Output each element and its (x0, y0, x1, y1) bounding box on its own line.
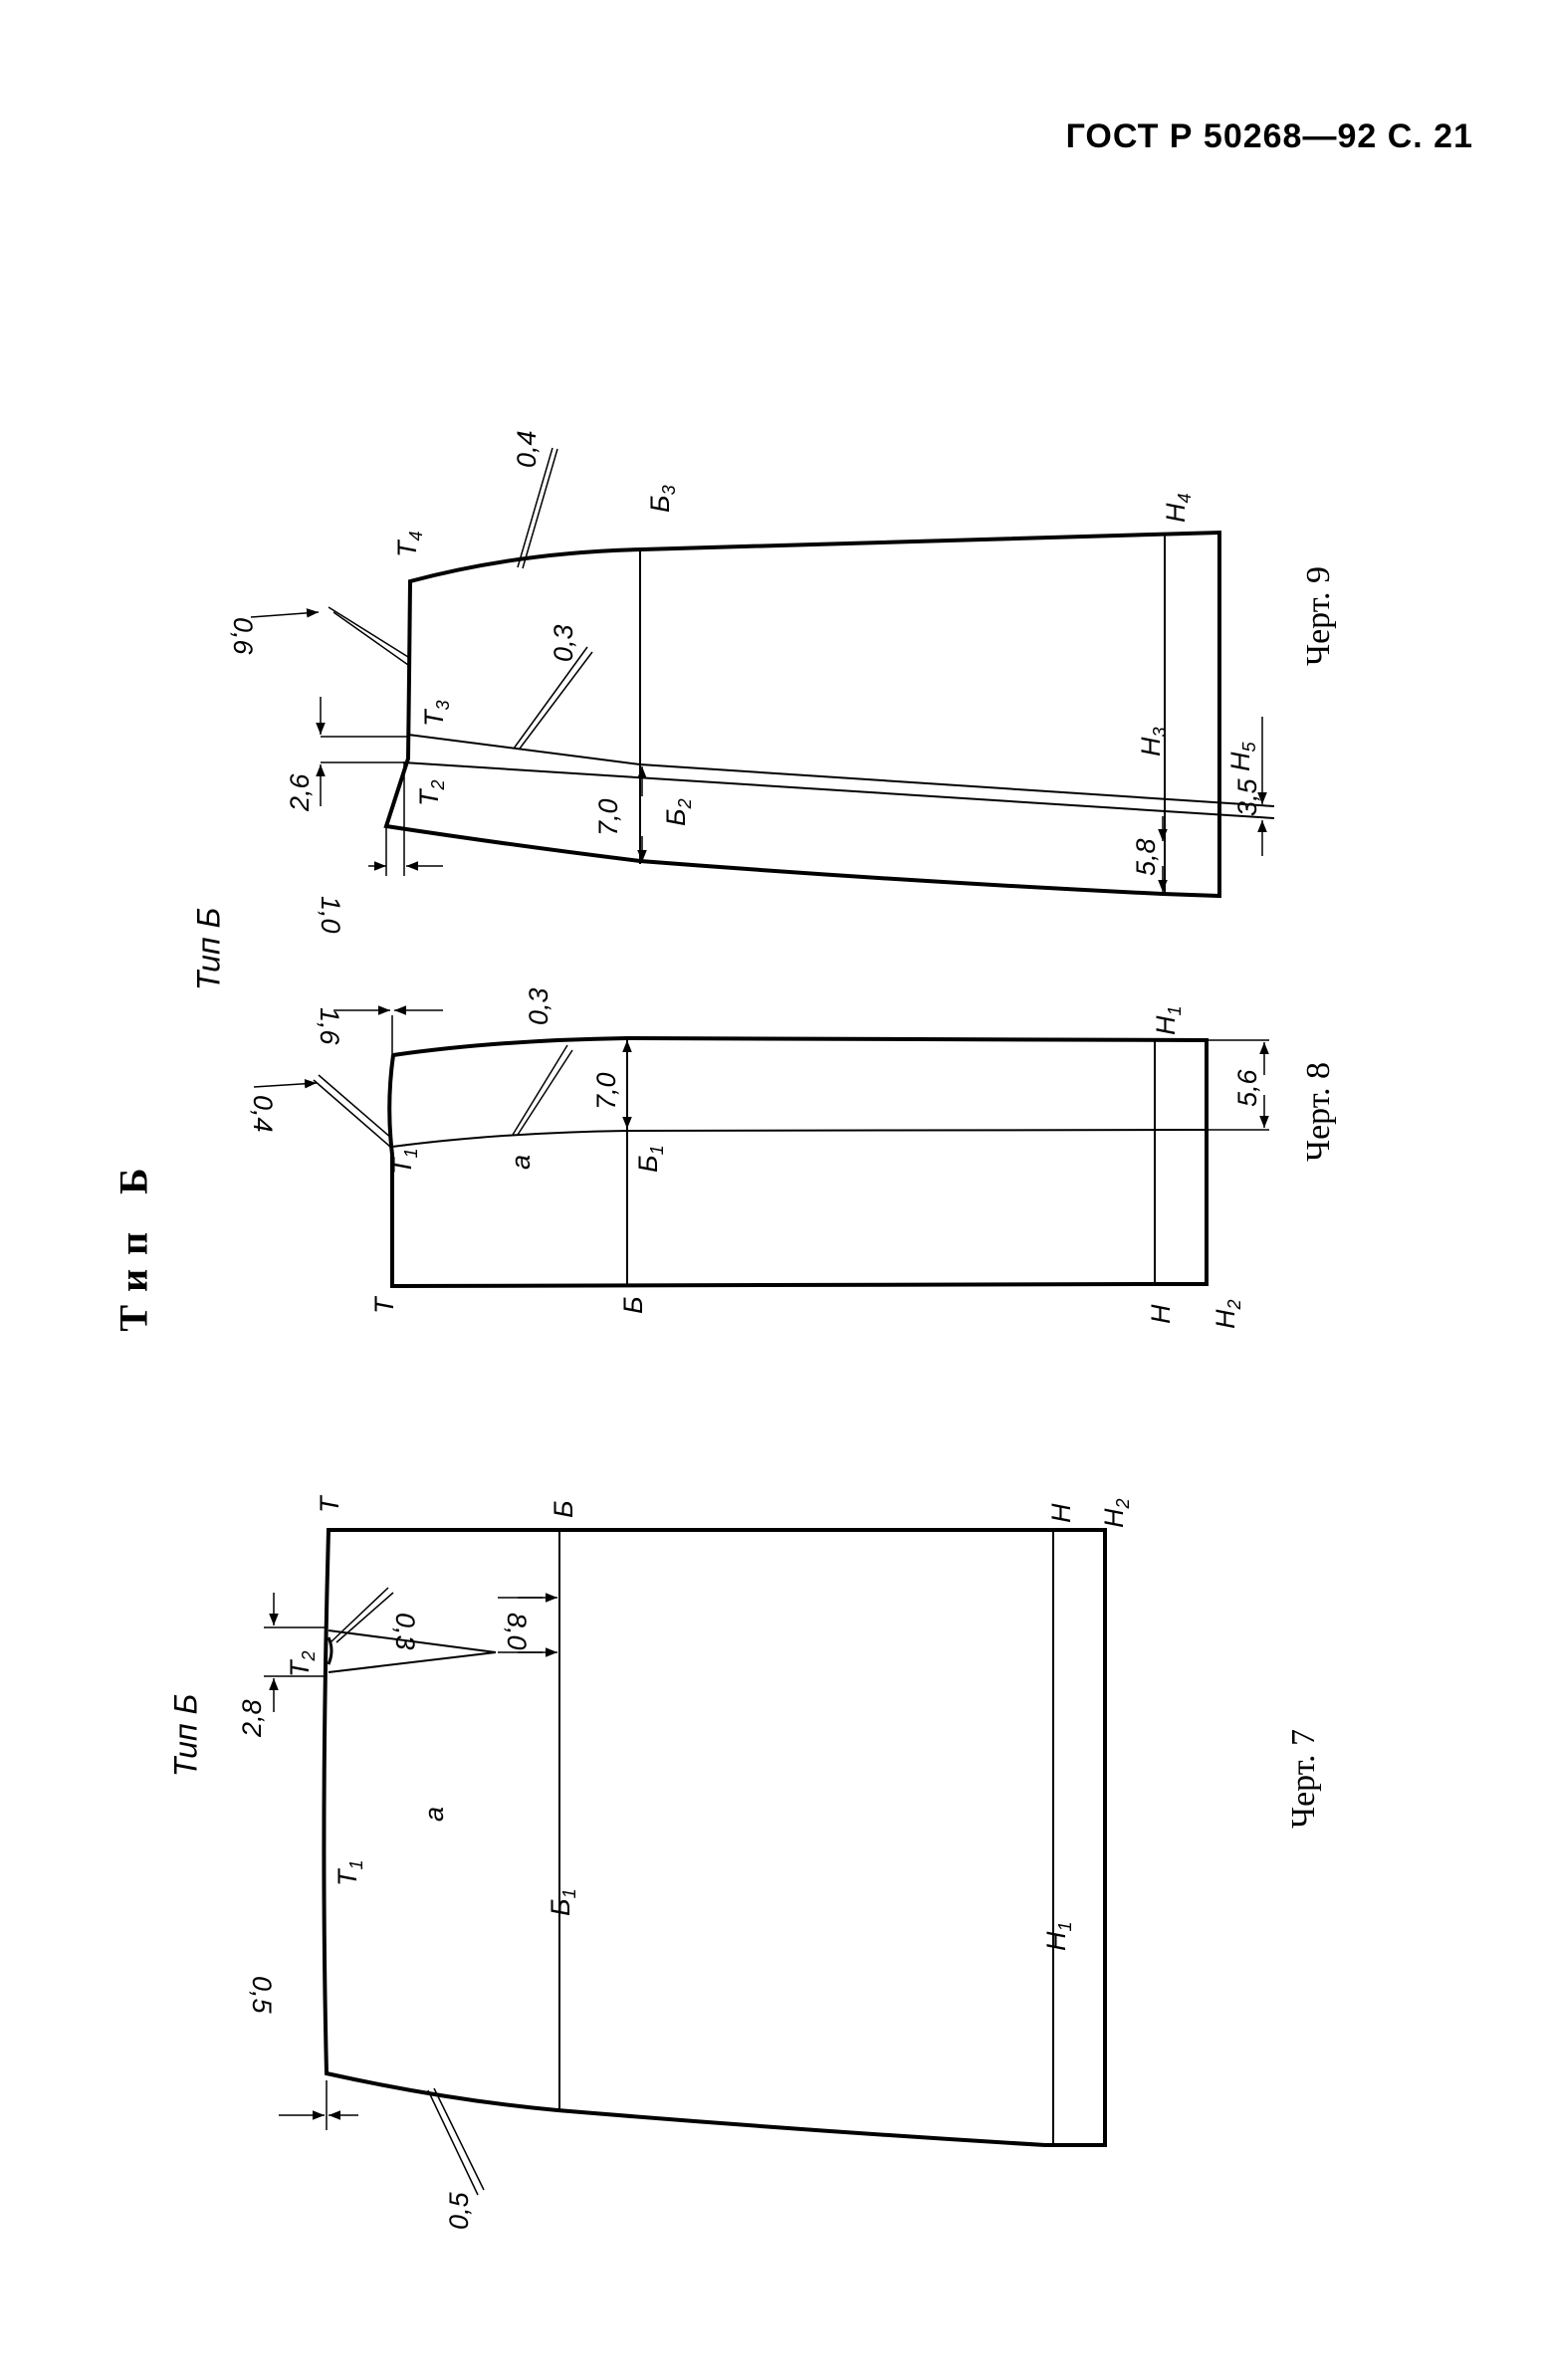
fig8-dim-1-6: 1,6 (315, 1007, 344, 1046)
fig7-lower-panel-outline (322, 1528, 1107, 2147)
fig7-label-h1: Н1 (1041, 1921, 1075, 1951)
fig7-dim-2-8: 2,8 (237, 1699, 267, 1738)
fig7-dim-8-0: 8,0 (502, 1613, 532, 1650)
fig7-dart (328, 1629, 497, 1673)
fig8-label-h2: Н2 (1211, 1299, 1244, 1329)
fig8-label-b: Б (618, 1296, 648, 1314)
fig9-dim-0-4-leader (517, 447, 553, 568)
fig9-dim-0-6-leader (328, 606, 409, 658)
fig7-drawing (264, 1528, 1107, 2196)
fig9-dim-5-8: 5,8 (1131, 838, 1161, 876)
page-header: ГОСТ Р 50268—92 С. 21 (1065, 117, 1473, 155)
fig9-side-line-t2 (402, 761, 1275, 819)
fig8-dim-7-0: 7,0 (591, 1072, 621, 1110)
fig9-labels: Т4 Б3 Н4 Т3 Н3 Т2 Б2 Н5 0,4 0,6 0,3 2,6 … (228, 430, 1262, 933)
fig9-side-line-t3 (407, 734, 1275, 807)
fig9-dim-3-5: 3,5 (1232, 777, 1262, 816)
fig8-dim-0-4-leader (313, 1079, 391, 1148)
fig9-dim-1-0: 1,0 (316, 896, 345, 934)
fig9-drawing (250, 447, 1275, 899)
fig9-dim-0-3: 0,3 (549, 624, 578, 662)
fig8-label-a: а (506, 1155, 536, 1170)
fig8-side-line (391, 1129, 1208, 1148)
fig9-dim-0-3-leader (513, 646, 588, 750)
fig9-label-h4: Н4 (1161, 493, 1195, 523)
fig9-label-b3: Б3 (645, 485, 679, 513)
fig9-dim-0-4: 0,4 (512, 430, 542, 468)
fig7-dim-0-5-bottom: 0,5 (444, 2191, 474, 2230)
fig8-dim-0-3: 0,3 (524, 987, 553, 1025)
fig7-label-b: Б (549, 1500, 578, 1518)
fig9-label-h5: Н5 (1225, 742, 1259, 772)
fig7-dim-0-5-leader (427, 2089, 479, 2196)
fig8-dim-5-6: 5,6 (1232, 1068, 1262, 1107)
fig8-drawing (253, 1005, 1269, 1289)
fig9-dim-0-6: 0,6 (228, 617, 258, 656)
fig8-label-h1: Н1 (1151, 1005, 1185, 1035)
fig9-label-t2: Т2 (414, 779, 448, 806)
fig7-labels: Т Б Н Н2 Т2 Т1 а Б1 Н1 2,8 0,3 8,0 0,5 0… (237, 1494, 1133, 2230)
fig9-label-h3: Н3 (1136, 727, 1170, 757)
fig9-label-b2: Б2 (661, 798, 695, 826)
fig7-dim-0-3-leader (330, 1587, 389, 1643)
fig8-label-t: Т (369, 1295, 399, 1314)
fig9-upper-panel-outline (383, 530, 1221, 899)
fig7-label-h: Н (1046, 1503, 1076, 1523)
fig8-dim-0-4: 0,4 (248, 1095, 278, 1133)
fig7-label-a: а (419, 1807, 449, 1822)
fig7-label-b1: Б1 (546, 1888, 579, 1916)
fig7-dim-0-3: 0,3 (390, 1613, 420, 1650)
fig7-label-h2: Н2 (1099, 1498, 1133, 1528)
fig8-label-b1: Б1 (633, 1145, 667, 1173)
fig8-label-t1: Т1 (387, 1148, 421, 1175)
fig8-label-h: Н (1146, 1304, 1176, 1324)
fig7-label-t2: Т2 (285, 1650, 319, 1677)
fig7-dim-0-5-side: 0,5 (247, 1976, 277, 2015)
fig9-label-t4: Т4 (392, 531, 426, 557)
fig9-label-t3: Т3 (419, 700, 453, 727)
fig7-label-t1: Т1 (332, 1859, 366, 1886)
fig7-label-t: Т (315, 1494, 344, 1513)
fig9-dim-2-6: 2,6 (285, 772, 315, 812)
fig8-labels: 1,6 0,4 0,3 7,0 5,6 Н1 а Б1 Т1 Т Б Н Н2 (248, 987, 1262, 1329)
fig9-dim-7-0: 7,0 (593, 798, 623, 836)
fig8-dim-0-3-leader (512, 1044, 568, 1136)
